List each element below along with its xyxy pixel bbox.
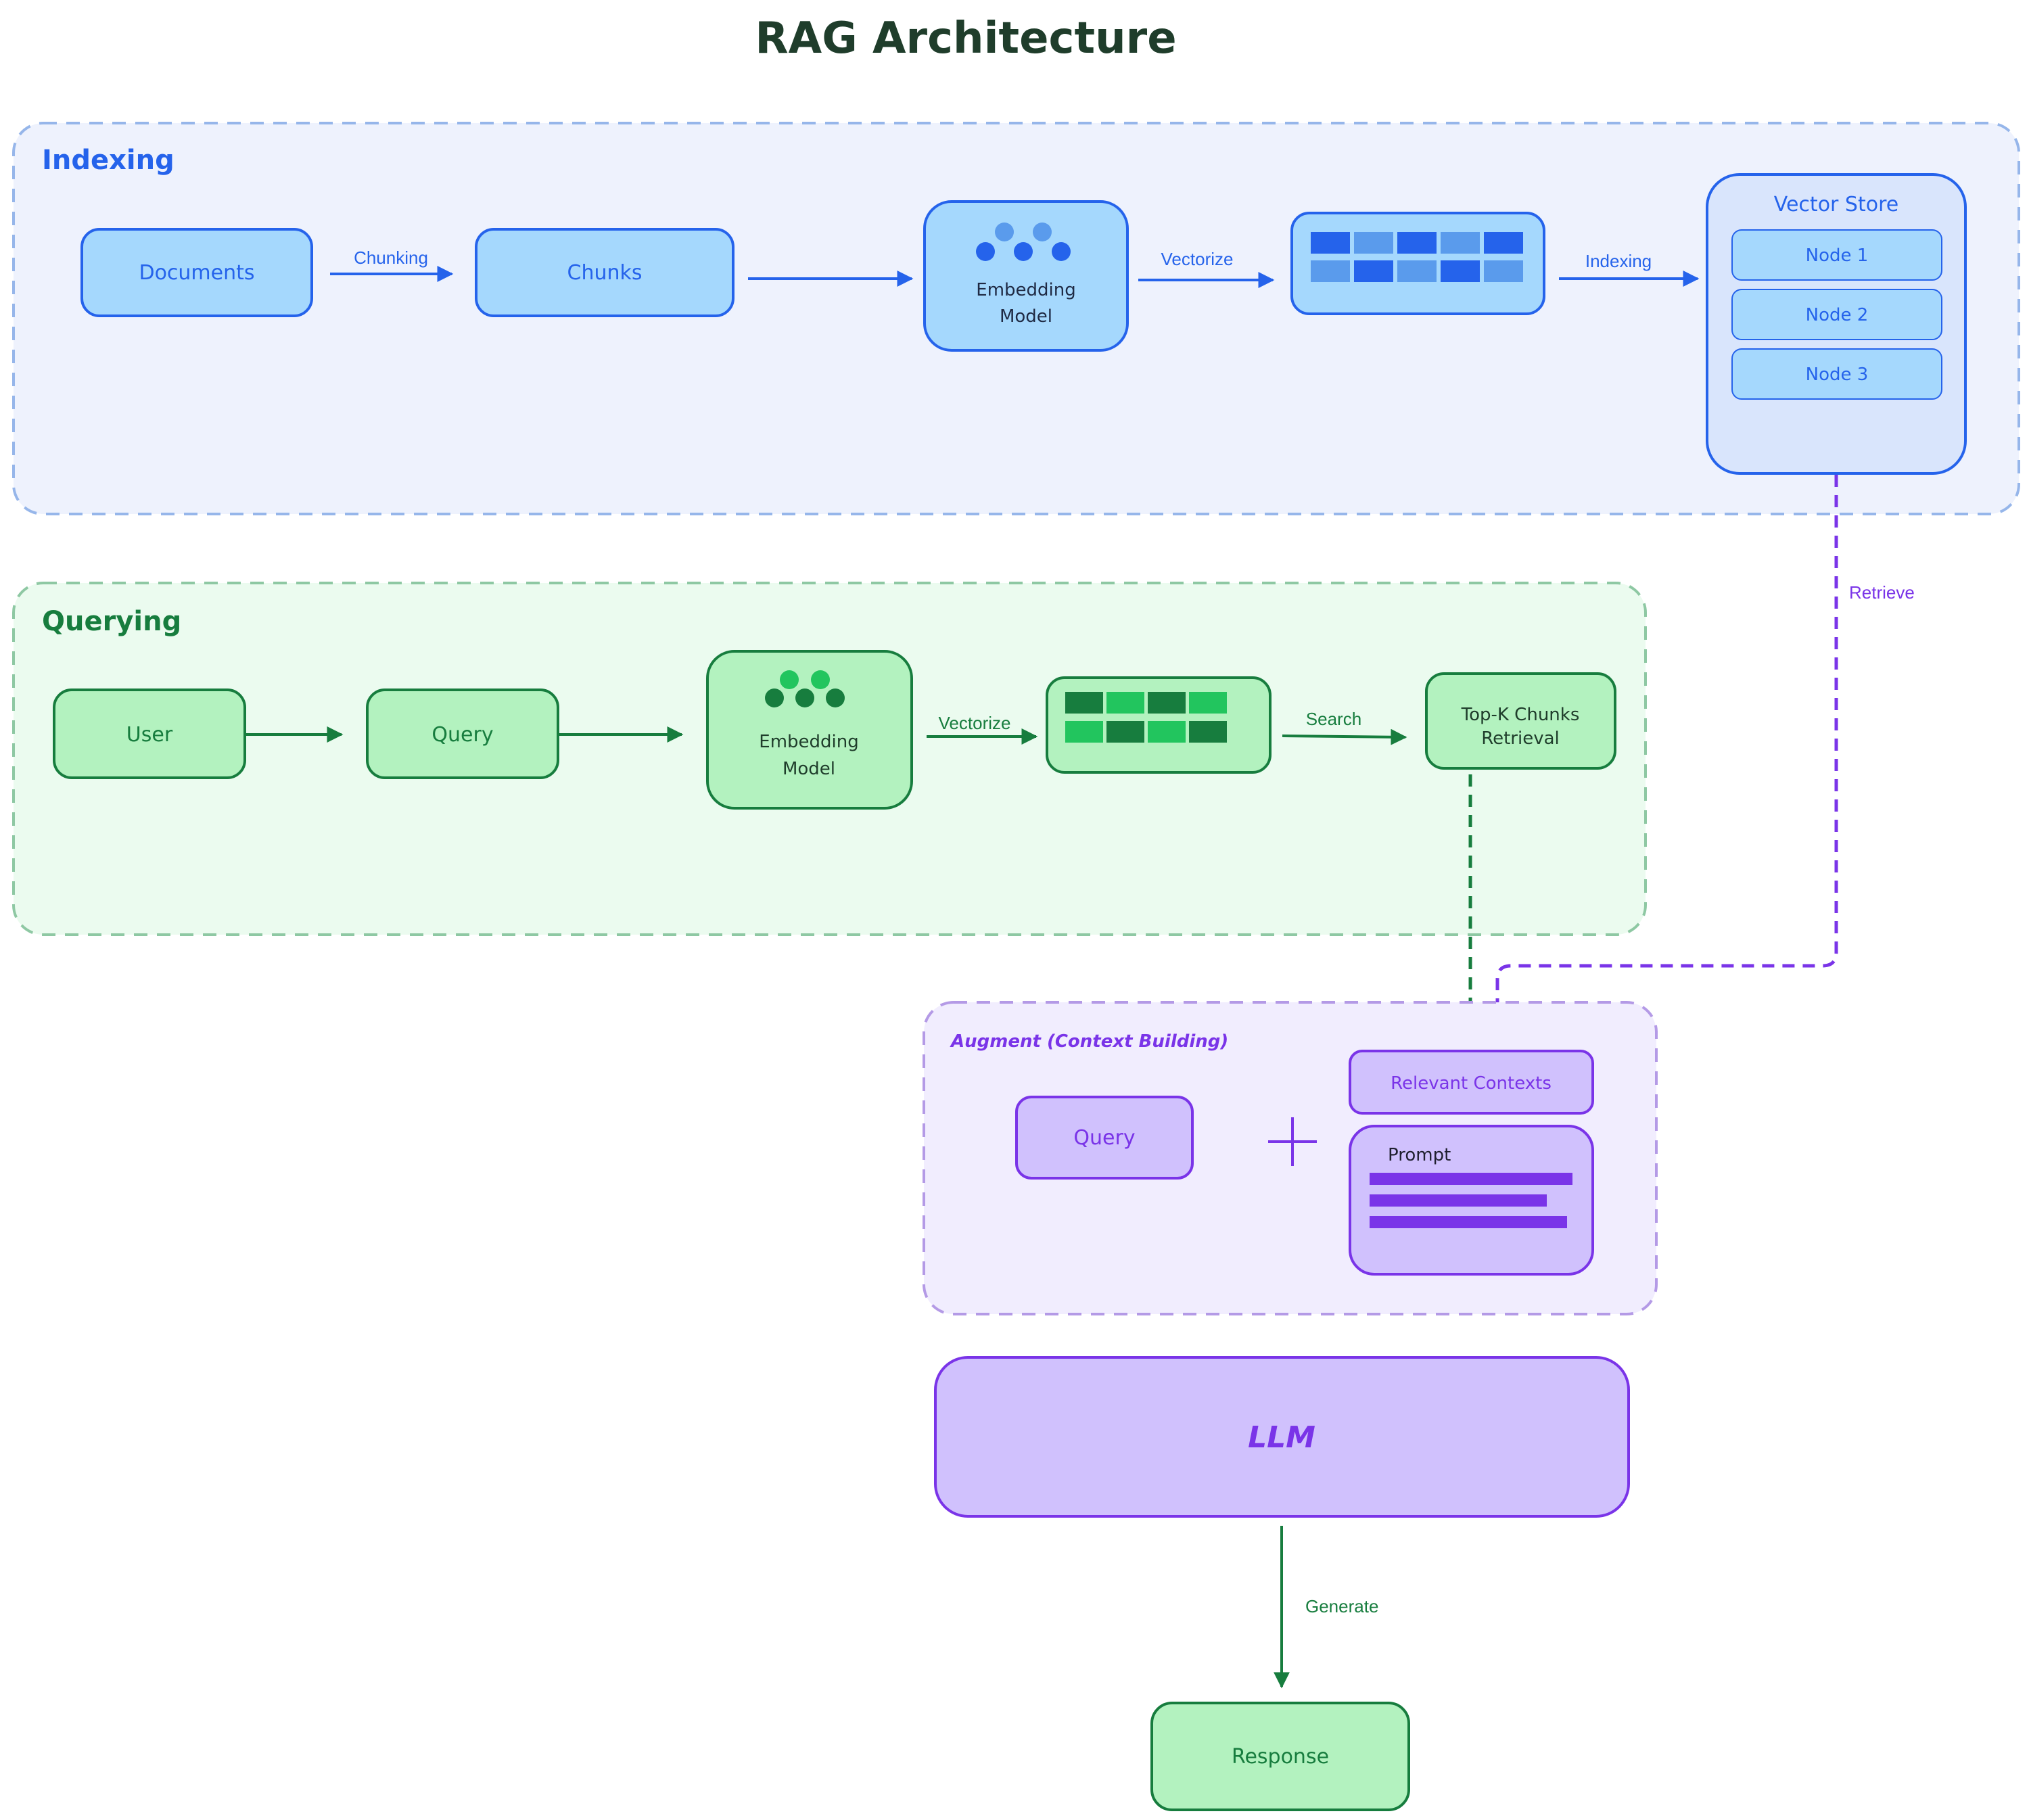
page-title: RAG Architecture	[755, 14, 1176, 64]
relevant-contexts-label: Relevant Contexts	[1391, 1073, 1552, 1094]
augment-group-label: Augment (Context Building)	[950, 1031, 1228, 1052]
neuron-icon	[1052, 242, 1071, 261]
user-node[interactable]: User	[53, 689, 246, 779]
user-label: User	[126, 723, 173, 747]
store-node-1-label: Node 1	[1806, 246, 1869, 266]
generate-edge-label: Generate	[1305, 1596, 1378, 1616]
query-node[interactable]: Query	[366, 689, 559, 779]
response-node[interactable]: Response	[1150, 1702, 1410, 1811]
embedding-model-indexing-node[interactable]: Embedding Model	[923, 200, 1129, 352]
search-edge-label: Search	[1306, 709, 1361, 729]
embedding-model-indexing-label-line1: Embedding	[976, 280, 1075, 300]
llm-label: LLM	[1248, 1420, 1315, 1455]
store-node-1[interactable]: Node 1	[1731, 229, 1942, 281]
neuron-icon	[811, 670, 830, 689]
llm-node[interactable]: LLM	[934, 1356, 1630, 1518]
indexing-edge-label: Indexing	[1585, 251, 1652, 271]
vector-grid-icon	[1311, 232, 1523, 282]
vector-store-label: Vector Store	[1774, 193, 1898, 216]
neuron-icon	[826, 689, 845, 707]
augment-query-label: Query	[1073, 1126, 1135, 1150]
neuron-icon	[765, 689, 784, 707]
store-node-2[interactable]: Node 2	[1731, 289, 1942, 340]
plus-icon	[1268, 1117, 1317, 1166]
vectorize-indexing-edge-label: Vectorize	[1161, 249, 1234, 269]
retrieve-arrow	[1487, 475, 1838, 1044]
topk-retrieval-node[interactable]: Top-K Chunks Retrieval	[1425, 672, 1616, 770]
embedding-model-indexing-label-line2: Model	[1000, 306, 1052, 327]
chunks-label: Chunks	[567, 261, 643, 285]
search-arrow	[1282, 728, 1407, 745]
vector-store-node[interactable]: Vector Store Node 1 Node 2 Node 3	[1706, 173, 1967, 475]
vectors-querying-node[interactable]	[1046, 676, 1272, 774]
retrieve-edge-label: Retrieve	[1849, 582, 1915, 603]
text-lines-icon	[1370, 1173, 1572, 1228]
prompt-node[interactable]: Prompt	[1349, 1125, 1594, 1276]
querying-group-label: Querying	[42, 606, 181, 637]
neuron-icon	[1014, 242, 1033, 261]
vectorize-querying-edge-label: Vectorize	[939, 713, 1011, 733]
store-node-3[interactable]: Node 3	[1731, 348, 1942, 400]
documents-label: Documents	[139, 261, 254, 285]
relevant-contexts-node[interactable]: Relevant Contexts	[1349, 1050, 1594, 1115]
neuron-icon	[795, 689, 814, 707]
neuron-icon	[780, 670, 799, 689]
topk-label-line2: Retrieval	[1481, 728, 1560, 749]
vectors-indexing-node[interactable]	[1290, 212, 1545, 315]
store-node-2-label: Node 2	[1806, 305, 1869, 325]
prompt-label: Prompt	[1388, 1145, 1451, 1165]
neuron-icon	[995, 223, 1014, 241]
query-label: Query	[432, 723, 493, 747]
chunks-node[interactable]: Chunks	[475, 228, 734, 317]
neuron-icon	[1033, 223, 1052, 241]
vector-grid-icon	[1065, 692, 1227, 743]
topk-label-line1: Top-K Chunks	[1461, 705, 1580, 725]
embedding-model-querying-label-line1: Embedding	[759, 732, 858, 752]
response-label: Response	[1232, 1745, 1329, 1769]
neuron-icon	[976, 242, 995, 261]
store-node-3-label: Node 3	[1806, 365, 1869, 385]
indexing-group-label: Indexing	[42, 145, 174, 176]
embedding-model-querying-node[interactable]: Embedding Model	[706, 650, 913, 810]
documents-node[interactable]: Documents	[80, 228, 313, 317]
embedding-model-querying-label-line2: Model	[783, 759, 835, 779]
augment-query-node[interactable]: Query	[1015, 1096, 1194, 1180]
chunking-edge-label: Chunking	[354, 248, 428, 268]
